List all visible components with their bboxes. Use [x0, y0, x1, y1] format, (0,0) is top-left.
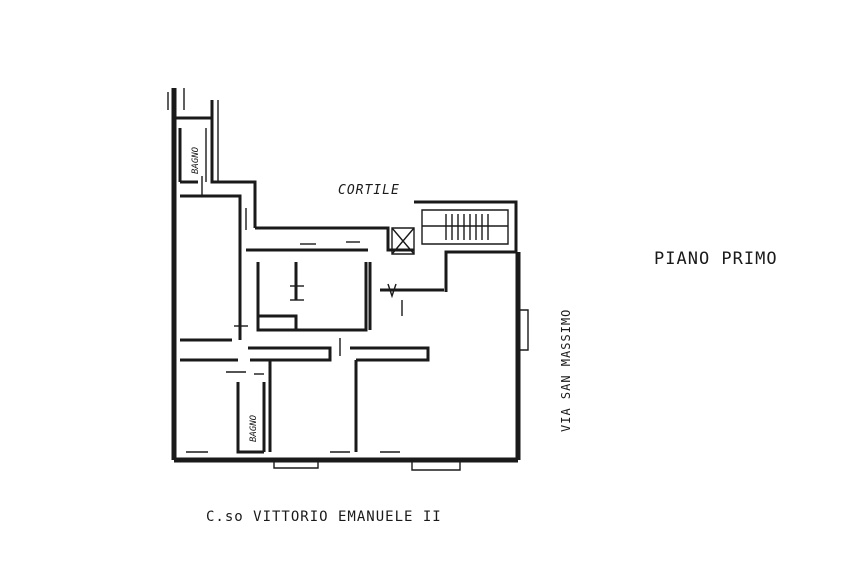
stair-treads: [422, 214, 508, 240]
interior-walls: [178, 128, 444, 454]
bath-bottom-label: BAGNO: [249, 414, 259, 442]
street-side-label: VIA SAN MASSIMO: [559, 309, 573, 432]
street-front-label: C.so VITTORIO EMANUELE II: [206, 509, 442, 525]
outer-walls: [167, 88, 529, 471]
door-openings: [186, 176, 403, 453]
courtyard-label: CORTILE: [338, 183, 400, 198]
plan-title: PIANO PRIMO: [654, 249, 778, 269]
bath-top-label: BAGNO: [191, 146, 201, 174]
